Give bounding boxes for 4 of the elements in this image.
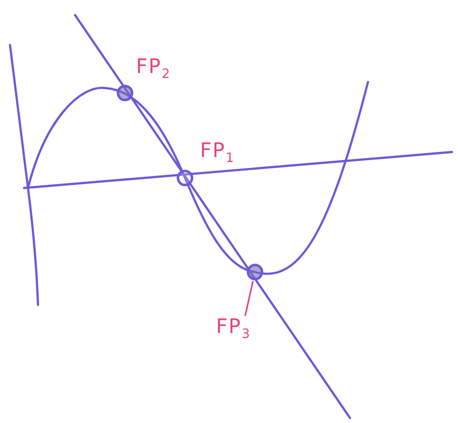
point-label: FP$_{3}$: [216, 316, 251, 341]
point-label: FP$_{1}$: [200, 140, 235, 165]
leader-line: [244, 280, 254, 316]
point-label: FP$_{2}$: [136, 56, 171, 81]
